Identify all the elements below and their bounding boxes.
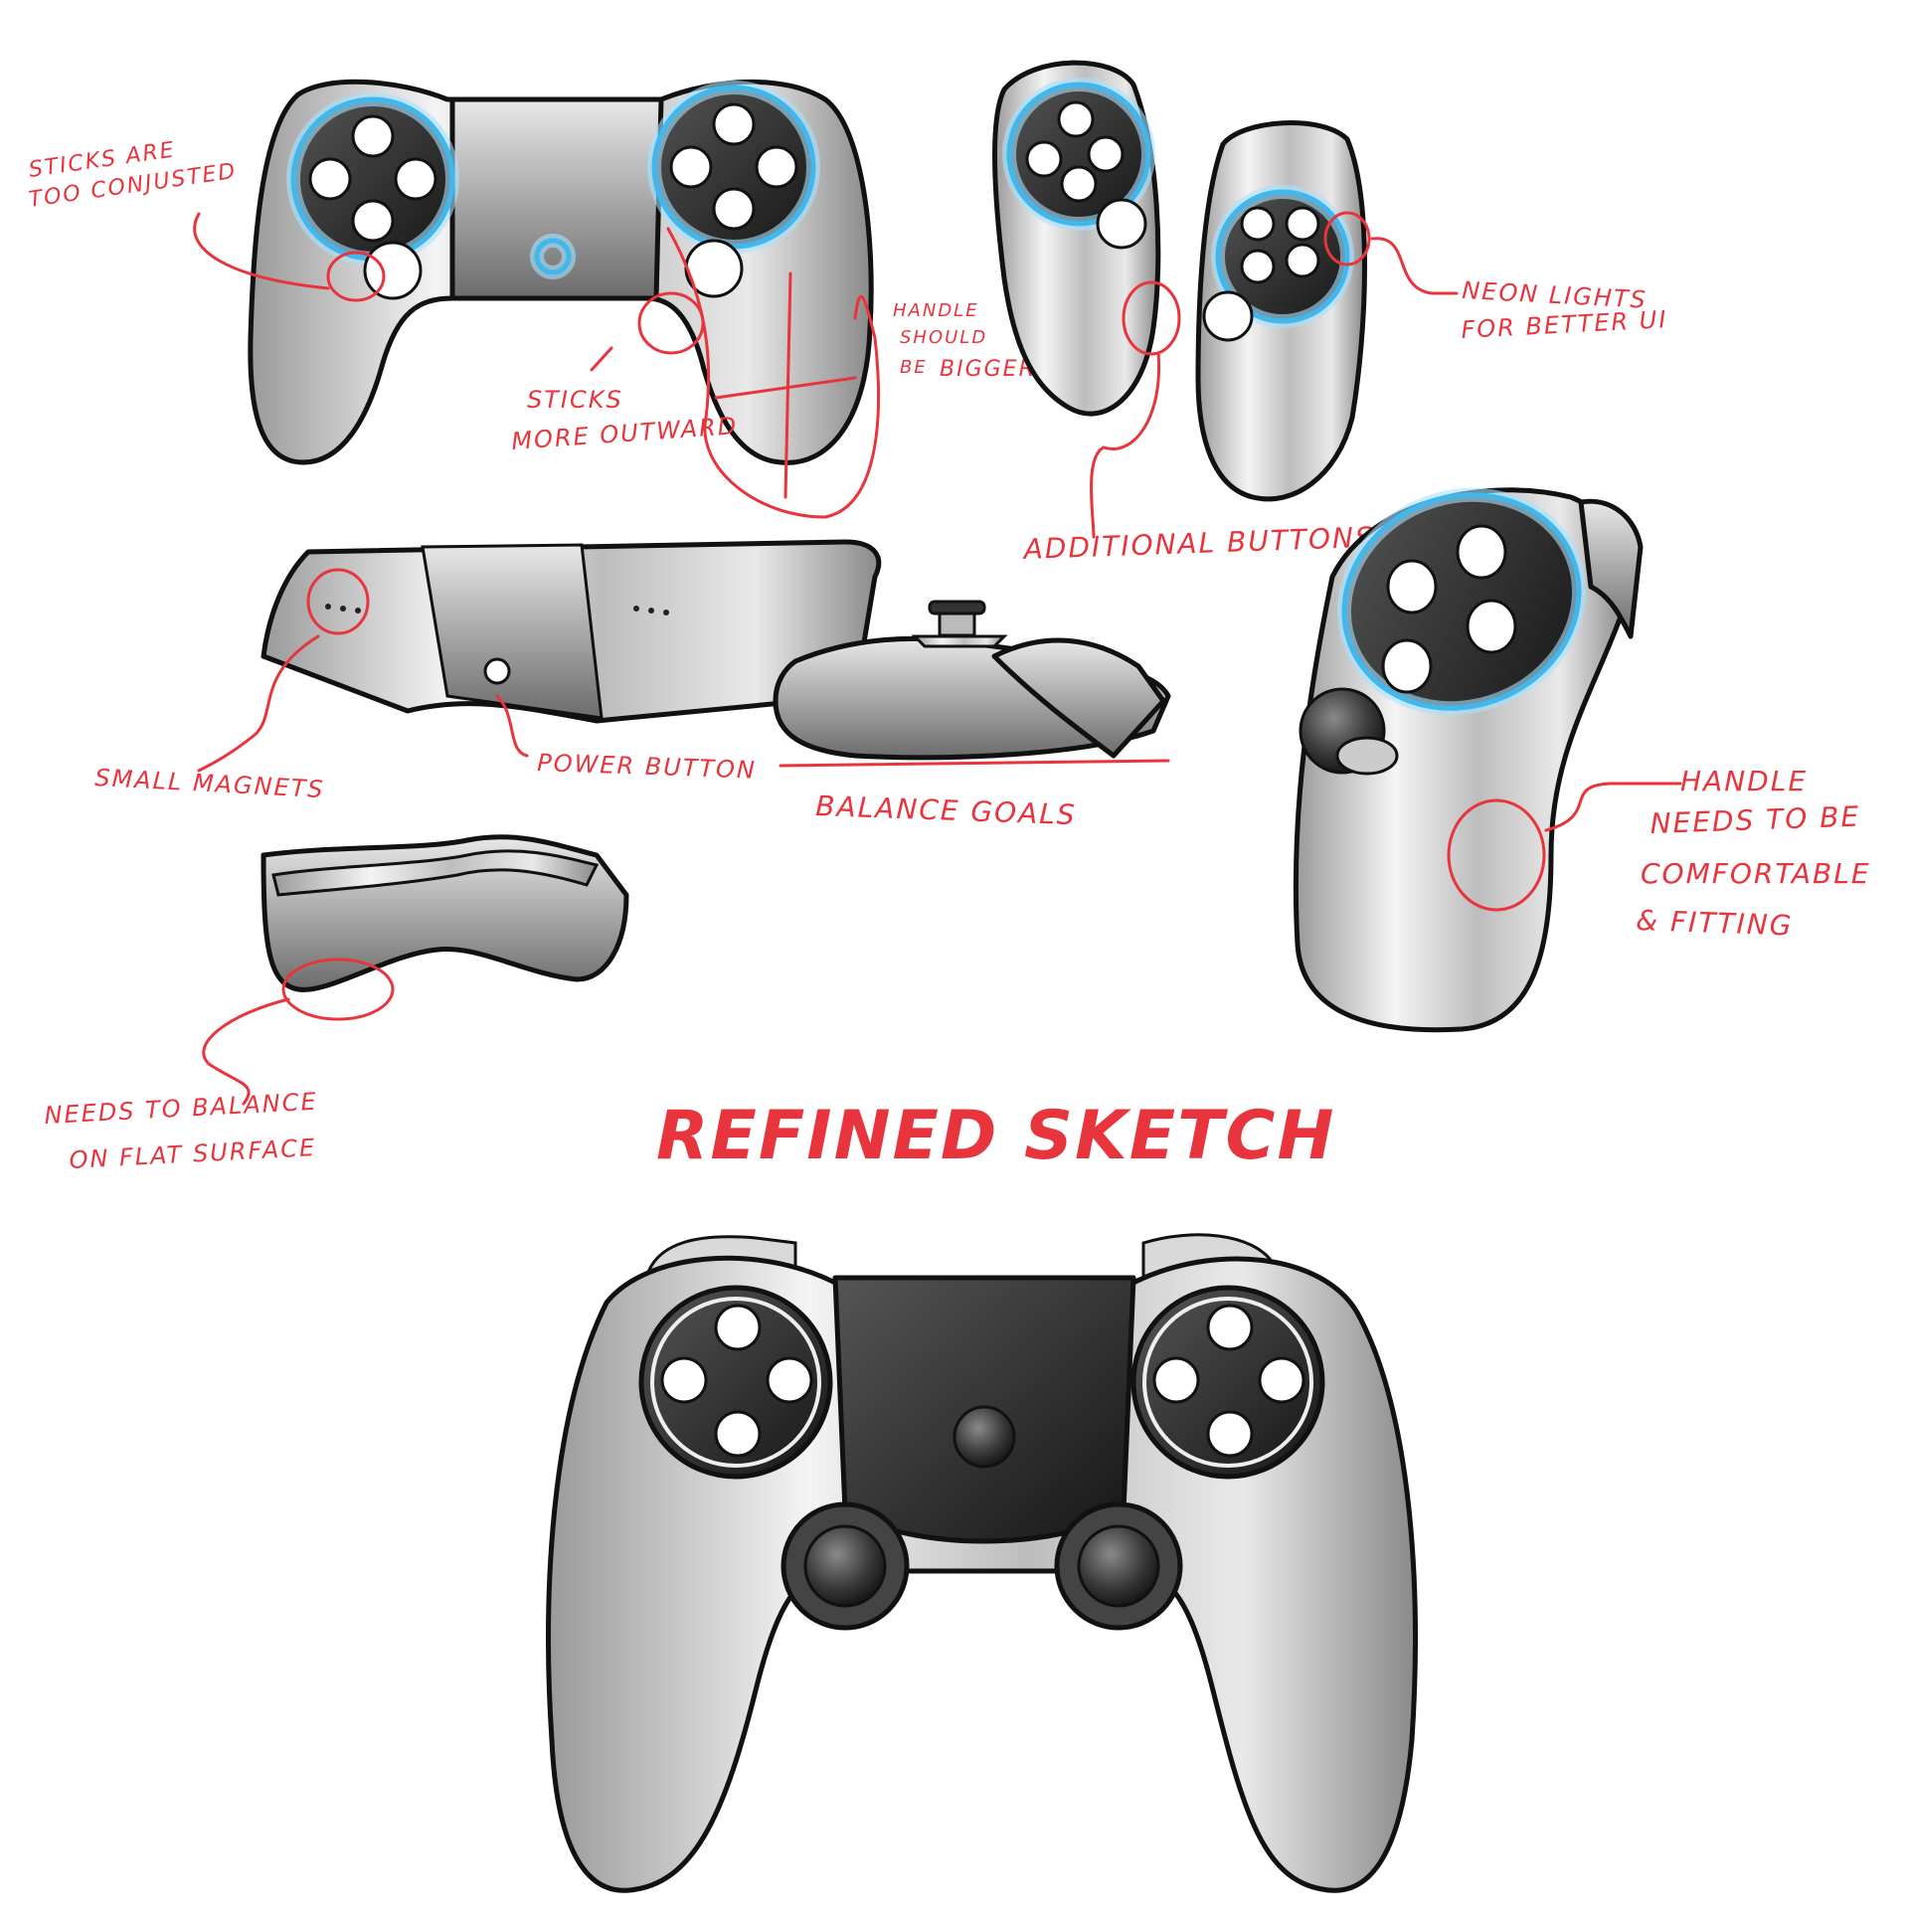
refined-controller-sketch (546, 1233, 1418, 1893)
annotation-handle-comfortable: HANDLE NEEDS TO BE COMFORTABLE & FITTING (1447, 765, 1871, 943)
split-controller-sketch (992, 60, 1367, 502)
grip-module-sketch (1293, 487, 1644, 1033)
annotation-flat-surface: NEEDS TO BALANCE ON FLAT SURFACE (44, 958, 395, 1174)
note-power-button: POWER BUTTON (537, 749, 758, 785)
note-neon-lights-line2: FOR BETTER UI (1461, 305, 1668, 344)
controller-sketch-front (248, 79, 874, 465)
note-flat-surface-line2: ON FLAT SURFACE (69, 1134, 317, 1174)
side-profile-sketch (773, 600, 1171, 768)
note-handle-comfortable-line1: HANDLE (1680, 765, 1808, 797)
note-handle-bigger-line1: HANDLE (893, 300, 979, 321)
note-handle-bigger-line3: BE (900, 357, 928, 378)
note-sticks-outward-line2: MORE OUTWARD (510, 412, 739, 455)
centre-module-angled-sketch (260, 834, 629, 992)
note-handle-comfortable-line3: COMFORTABLE (1641, 857, 1871, 890)
refined-sketch-heading: REFINED SKETCH (656, 1097, 1335, 1175)
annotation-neon-lights: NEON LIGHTS FOR BETTER UI (1323, 211, 1668, 344)
note-small-magnets: SMALL MAGNETS (94, 764, 326, 803)
note-handle-comfortable-line2: NEEDS TO BE (1649, 800, 1861, 840)
note-additional-buttons: ADDITIONAL BUTTONS (1021, 521, 1375, 566)
note-sticks-outward-line1: STICKS (527, 386, 623, 414)
note-handle-comfortable-line4: & FITTING (1636, 904, 1794, 943)
note-handle-bigger-line2: SHOULD (900, 327, 987, 348)
note-flat-surface-line1: NEEDS TO BALANCE (44, 1088, 318, 1130)
centre-module-sketch (260, 539, 882, 724)
note-balance-goals: BALANCE GOALS (815, 790, 1077, 831)
annotation-handle-bigger: HANDLE SHOULD BE BIGGER! (666, 227, 1045, 519)
